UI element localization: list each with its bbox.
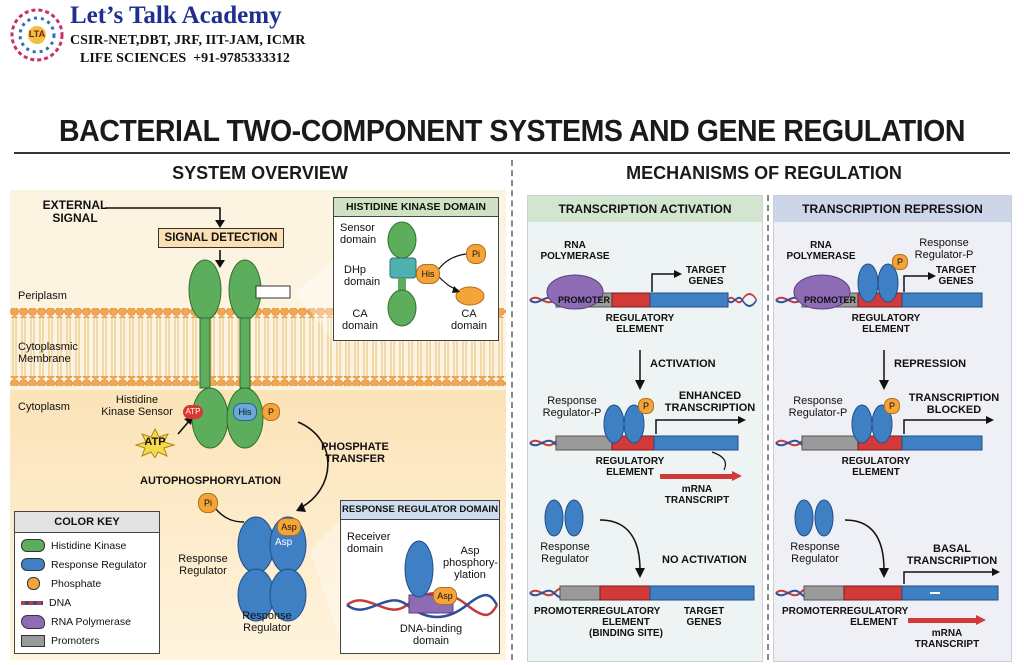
color-key-label: Response Regulator xyxy=(51,558,147,571)
rep-blocked-label: TRANSCRIPTION BLOCKED xyxy=(908,392,1000,416)
act-promoter-label: PROMOTER xyxy=(558,295,611,305)
rep-promoter-label: PROMOTER xyxy=(804,295,857,305)
color-key-swatch xyxy=(27,577,40,590)
color-key-swatch xyxy=(21,600,43,605)
hk-pi-badge: Pi xyxy=(466,244,486,264)
rep-reg-bottom-label: REGULATORY ELEMENT xyxy=(839,606,909,628)
act-target-bottom-label: TARGET GENES xyxy=(683,606,725,628)
rep-p-badge: P xyxy=(884,398,900,414)
color-key-item: DNA xyxy=(21,593,153,612)
color-key-label: Histidine Kinase xyxy=(51,539,127,552)
phosphate-transfer-label: PHOSPHATE TRANSFER xyxy=(321,441,389,465)
membrane-label: Cytoplasmic Membrane xyxy=(18,341,78,365)
act-mrna-label: mRNA TRANSCRIPT xyxy=(664,484,730,506)
act-rna-pol-label: RNA POLYMERASE xyxy=(540,240,610,262)
hk-ca-domain-right-label: CA domain xyxy=(450,308,488,332)
color-key-item: Histidine Kinase xyxy=(21,536,153,555)
rep-rr-label: Response Regulator xyxy=(790,541,840,565)
hk-sensor-domain-label: Sensor domain xyxy=(340,222,377,246)
act-no-activation-label: NO ACTIVATION xyxy=(662,554,747,566)
atp-star-label: ATP xyxy=(144,436,166,448)
hk-domain-box: HISTIDINE KINASE DOMAIN Sensor domain DH… xyxy=(333,197,499,341)
act-reg-element2-label: REGULATORY ELEMENT xyxy=(595,456,665,478)
rr-receiver-domain-label: Receiver domain xyxy=(347,531,391,555)
act-rr-p-label: Response Regulator-P xyxy=(542,395,602,419)
rep-p-top-badge: P xyxy=(892,254,908,270)
act-activation-label: ACTIVATION xyxy=(650,358,716,370)
rep-mrna-label: mRNA TRANSCRIPT xyxy=(914,628,980,650)
rep-promoter-bottom-label: PROMOTER xyxy=(782,606,840,617)
color-key-title: COLOR KEY xyxy=(15,512,159,533)
rr-domain-title: RESPONSE REGULATOR DOMAIN xyxy=(341,501,499,520)
act-promoter-bottom-label: PROMOTER xyxy=(534,606,592,617)
activation-panel: TRANSCRIPTION ACTIVATION xyxy=(527,195,763,662)
signal-detection-box: SIGNAL DETECTION xyxy=(158,228,284,248)
academy-exams: CSIR-NET,DBT, JRF, IIT-JAM, ICMR xyxy=(70,33,306,48)
hk-domain-title: HISTIDINE KINASE DOMAIN xyxy=(334,198,498,217)
page-title: BACTERIAL TWO-COMPONENT SYSTEMS AND GENE… xyxy=(58,113,966,148)
act-reg-element-label: REGULATORY ELEMENT xyxy=(605,313,675,335)
rep-rr-p-top-label: Response Regulator-P xyxy=(914,237,974,261)
act-enhanced-label: ENHANCED TRANSCRIPTION xyxy=(664,390,756,414)
act-rr-label: Response Regulator xyxy=(540,541,590,565)
response-regulator-bottom-label: Response Regulator xyxy=(242,610,292,634)
color-key-label: Phosphate xyxy=(51,577,102,590)
act-reg-binding-label: REGULATORY ELEMENT (BINDING SITE) xyxy=(589,606,663,639)
color-key-item: Promoters xyxy=(21,631,153,650)
asp-badge-top: Asp xyxy=(277,518,301,536)
rep-reg-element2-label: REGULATORY ELEMENT xyxy=(841,456,911,478)
hk-ca-domain-left-label: CA domain xyxy=(341,308,379,332)
rep-rna-pol-label: RNA POLYMERASE xyxy=(786,240,856,262)
asp-label-rr: Asp xyxy=(275,537,293,548)
mechanisms-heading: MECHANISMS OF REGULATION xyxy=(626,163,902,183)
pi-badge: Pi xyxy=(198,493,218,513)
rep-rr-p-label: Response Regulator-P xyxy=(788,395,848,419)
atp-bound-badge: ATP xyxy=(183,405,203,419)
color-key-label: DNA xyxy=(49,596,72,609)
color-key-item: Phosphate xyxy=(21,574,153,593)
hk-dhp-domain-label: DHp domain xyxy=(344,264,381,288)
rep-target-genes-label: TARGET GENES xyxy=(935,265,977,287)
academy-contact: LIFE SCIENCES +91-9785333312 xyxy=(80,51,290,66)
rr-asp-phos-label: Asp phosphory- ylation xyxy=(443,545,499,581)
act-target-genes-label: TARGET GENES xyxy=(685,265,727,287)
rr-domain-box: RESPONSE REGULATOR DOMAIN Receiver domai… xyxy=(340,500,500,654)
section-divider xyxy=(511,160,513,660)
hk-his-badge: His xyxy=(416,264,440,284)
color-key-swatch xyxy=(21,614,45,629)
phosphate-badge: P xyxy=(262,403,280,421)
rr-dna-binding-label: DNA-binding domain xyxy=(399,623,463,647)
periplasm-label: Periplasm xyxy=(18,290,67,302)
logo: LTA xyxy=(8,6,66,64)
autophosphorylation-label: AUTOPHOSPHORYLATION xyxy=(140,475,281,487)
activation-title: TRANSCRIPTION ACTIVATION xyxy=(528,196,762,222)
hk-sensor-label: Histidine Kinase Sensor xyxy=(101,394,173,418)
rep-basal-label: BASAL TRANSCRIPTION xyxy=(906,543,998,567)
response-regulator-left-label: Response Regulator xyxy=(178,553,228,577)
rr-asp-badge: Asp xyxy=(433,587,457,605)
color-key-item: RNA Polymerase xyxy=(21,612,153,631)
panels-divider xyxy=(767,195,769,660)
academy-name: Let’s Talk Academy xyxy=(70,2,282,29)
repression-title: TRANSCRIPTION REPRESSION xyxy=(774,196,1011,222)
color-key-swatch xyxy=(21,558,45,571)
title-rule xyxy=(14,152,1010,154)
rep-repression-label: REPRESSION xyxy=(894,358,967,370)
his-badge: His xyxy=(233,403,257,421)
logo-text: LTA xyxy=(28,29,46,39)
color-key-swatch xyxy=(21,634,45,647)
rep-reg-element-label: REGULATORY ELEMENT xyxy=(851,313,921,335)
color-key-label: Promoters xyxy=(51,634,100,647)
color-key-swatch xyxy=(21,539,45,552)
color-key-label: RNA Polymerase xyxy=(51,615,131,628)
atp-star: ATP xyxy=(134,427,176,459)
overview-heading: SYSTEM OVERVIEW xyxy=(172,163,348,183)
external-signal-label: EXTERNAL SIGNAL xyxy=(42,198,108,225)
cytoplasm-label: Cytoplasm xyxy=(18,401,70,413)
act-p-badge: P xyxy=(638,398,654,414)
color-key-item: Response Regulator xyxy=(21,555,153,574)
